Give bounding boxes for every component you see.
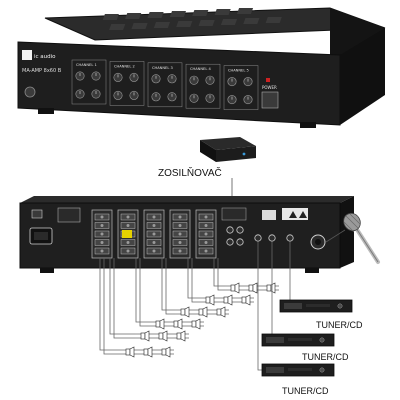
channel-group-4: CHANNEL 4 — [185, 63, 221, 109]
speaker-icon — [230, 282, 240, 294]
fuse-holder — [31, 209, 43, 219]
channel-label: CHANNEL 3 — [152, 66, 173, 70]
rca-in-3[interactable] — [226, 238, 234, 246]
amplifier-front-panel: ic audio MA-AMP 8x60 B CHANNEL 1 CHANNEL … — [17, 7, 386, 128]
speaker-wiring — [99, 258, 279, 355]
speaker-terminal-4[interactable] — [169, 209, 191, 259]
brand-logo — [22, 50, 32, 60]
speaker-icon — [158, 330, 168, 342]
channel-label: CHANNEL 2 — [114, 64, 135, 68]
speaker-icon — [198, 306, 208, 318]
model-label: MA-AMP 8x60 B — [22, 68, 62, 74]
terminal-tag — [122, 230, 132, 238]
speaker-icon — [191, 318, 201, 330]
speaker-terminal-3[interactable] — [143, 209, 165, 259]
amplifier-rear-panel — [19, 196, 354, 273]
speaker-icon — [161, 346, 171, 358]
microphone-icon — [343, 212, 380, 264]
speaker-icon — [143, 346, 153, 358]
rca-in-5[interactable] — [254, 234, 262, 242]
power-label: POWER — [262, 85, 277, 90]
tuner-label-1: TUNER/CD — [316, 320, 363, 330]
tuner-cd-3 — [261, 363, 335, 377]
speaker-icon — [266, 282, 276, 294]
small-amplifier-icon — [200, 137, 256, 162]
mic-cable — [325, 229, 346, 243]
channel-label: CHANNEL 5 — [228, 69, 249, 73]
channel-label: CHANNEL 4 — [190, 67, 211, 71]
speaker-icon — [205, 294, 215, 306]
rca-in-2[interactable] — [236, 226, 244, 234]
speaker-icon — [216, 306, 226, 318]
speaker-icon — [176, 330, 186, 342]
channel-label: CHANNEL 1 — [76, 63, 97, 67]
speaker-terminal-5[interactable] — [195, 209, 217, 259]
speaker-icon — [173, 318, 183, 330]
rca-in-4[interactable] — [236, 238, 244, 246]
rca-in-6[interactable] — [268, 234, 276, 242]
speaker-icon — [248, 282, 258, 294]
master-knob[interactable] — [24, 86, 36, 98]
speaker-group — [125, 282, 276, 358]
speaker-icon — [125, 346, 135, 358]
amplifier-label: ZOSILŇOVAČ — [158, 166, 222, 179]
channel-group-5: CHANNEL 5 — [223, 65, 259, 110]
brand-name: ic audio — [34, 54, 56, 60]
speaker-terminal-1[interactable] — [91, 209, 113, 259]
speaker-icon — [155, 318, 165, 330]
speaker-icon — [180, 306, 190, 318]
channel-group-2: CHANNEL 2 — [109, 61, 145, 106]
power-led — [266, 78, 270, 82]
channel-group-1: CHANNEL 1 — [71, 59, 107, 105]
tuner-cd-1 — [279, 299, 353, 313]
speaker-icon — [140, 330, 150, 342]
tuner-cd-2 — [261, 333, 335, 347]
tuner-label-3: TUNER/CD — [282, 386, 329, 396]
channel-group-3: CHANNEL 3 — [147, 62, 183, 108]
power-switch[interactable] — [261, 91, 279, 109]
rca-in-7[interactable] — [286, 234, 294, 242]
rca-in-1[interactable] — [226, 226, 234, 234]
terminal-ground — [57, 207, 81, 223]
speaker-icon — [241, 294, 251, 306]
tuner-label-2: TUNER/CD — [302, 352, 349, 362]
ce-mark — [262, 210, 276, 220]
rca-label-strip — [221, 207, 247, 221]
speaker-icon — [223, 294, 233, 306]
